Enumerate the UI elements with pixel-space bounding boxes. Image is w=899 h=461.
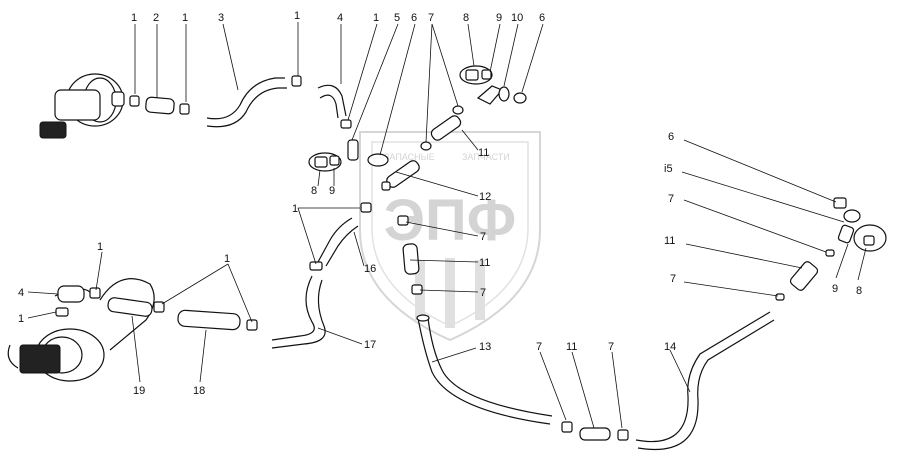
- label-part-11: 11: [479, 257, 490, 269]
- hose-16-b: [325, 225, 359, 267]
- label-part-7: 7: [608, 341, 614, 353]
- label-part-6: 6: [411, 12, 417, 24]
- label-part-1: 1: [18, 313, 24, 325]
- part-labels: 1 2 1 3 1 4 1 5 6 7 8 9 10 6 11 8 9 12 1…: [18, 10, 862, 397]
- watermark-text-right: ЗАПЧАСТИ: [462, 152, 510, 162]
- pipe-11a: [430, 115, 462, 141]
- label-part-5: 5: [394, 12, 400, 24]
- clamp-1g: [153, 301, 165, 313]
- label-part-17: 17: [364, 339, 376, 351]
- clamp-7a: [452, 105, 464, 115]
- label-part-7: 7: [670, 273, 676, 285]
- elbow-5: [347, 139, 359, 161]
- valve-group-mid: [308, 152, 342, 172]
- pipe-12: [381, 160, 420, 191]
- label-part-1: 1: [373, 12, 379, 24]
- label-part-12: 12: [479, 191, 491, 203]
- clamp-7f: [561, 421, 573, 433]
- pipe-2: [145, 96, 175, 115]
- label-part-1: 1: [224, 253, 230, 265]
- label-part-16: 16: [364, 263, 376, 275]
- clamp-7c: [397, 215, 409, 226]
- hose-3-outer: [206, 77, 285, 120]
- hose-17-a: [271, 275, 315, 341]
- label-part-9: 9: [832, 283, 838, 295]
- hose-4-outer: [317, 84, 347, 117]
- clamp-1b: [179, 103, 190, 115]
- label-part-18: 18: [193, 385, 205, 397]
- watermark-text-left: ЗАПАСНЫЕ: [384, 152, 435, 162]
- label-part-4: 4: [337, 12, 343, 24]
- hose-4-inner: [319, 94, 339, 119]
- label-part-11: 11: [664, 235, 675, 247]
- hose-3-inner: [206, 87, 287, 128]
- label-part-14: 14: [664, 341, 676, 353]
- label-part-7: 7: [428, 12, 434, 24]
- valve-group-right: [833, 197, 887, 252]
- label-part-9: 9: [496, 12, 502, 24]
- clamp-7e: [825, 249, 835, 257]
- clamp-1h: [309, 261, 323, 271]
- label-part-19: 19: [133, 385, 145, 397]
- label-part-9: 9: [329, 185, 335, 197]
- label-part-7: 7: [668, 193, 674, 205]
- clamp-1f: [55, 307, 69, 317]
- clamp-7d: [411, 284, 423, 295]
- clamp-1i: [246, 319, 258, 331]
- leader-lines: [27, 22, 867, 429]
- clamp-7g: [617, 429, 629, 441]
- label-part-11: 11: [478, 147, 489, 159]
- label-part-11: 11: [566, 341, 577, 353]
- hose-14-a: [635, 311, 771, 443]
- label-part-3: 3: [218, 12, 224, 24]
- clamp-1a: [129, 95, 140, 107]
- label-part-1: 1: [294, 10, 300, 22]
- label-part-1: 1: [131, 12, 137, 24]
- clamp-7h: [775, 293, 785, 301]
- pipe-11c: [789, 261, 819, 291]
- hose-4b: [54, 285, 101, 303]
- label-part-1: 1: [292, 203, 298, 215]
- pipe-19: [107, 297, 153, 317]
- clamp-1d: [340, 119, 352, 129]
- label-part-7: 7: [480, 287, 486, 299]
- pipe-11b: [402, 243, 420, 275]
- label-part-10: 10: [511, 12, 523, 24]
- label-part-1: 1: [97, 241, 103, 253]
- hose-16-a: [317, 217, 353, 263]
- clamp-1c: [291, 75, 302, 87]
- label-part-5: i5: [664, 163, 673, 175]
- label-part-1: 1: [182, 12, 188, 24]
- valve-group-top: [459, 65, 527, 105]
- clamp-7b: [420, 141, 432, 151]
- hose-14-b: [637, 319, 775, 450]
- hose-17-b: [271, 279, 326, 349]
- clamp-1e: [360, 202, 372, 213]
- flange-6: [367, 153, 389, 167]
- label-part-13: 13: [479, 341, 491, 353]
- heater-top-left: [39, 73, 125, 139]
- hose-13-a: [417, 317, 551, 425]
- label-part-8: 8: [856, 285, 862, 297]
- label-part-7: 7: [480, 231, 486, 243]
- pipe-18: [177, 309, 241, 331]
- label-part-8: 8: [463, 12, 469, 24]
- label-part-2: 2: [153, 12, 159, 24]
- hose-13-b: [427, 317, 553, 417]
- label-part-8: 8: [311, 185, 317, 197]
- label-part-7: 7: [536, 341, 542, 353]
- pipe-11d: [579, 427, 611, 441]
- label-part-6: 6: [539, 12, 545, 24]
- label-part-6: 6: [668, 131, 674, 143]
- label-part-4: 4: [18, 287, 24, 299]
